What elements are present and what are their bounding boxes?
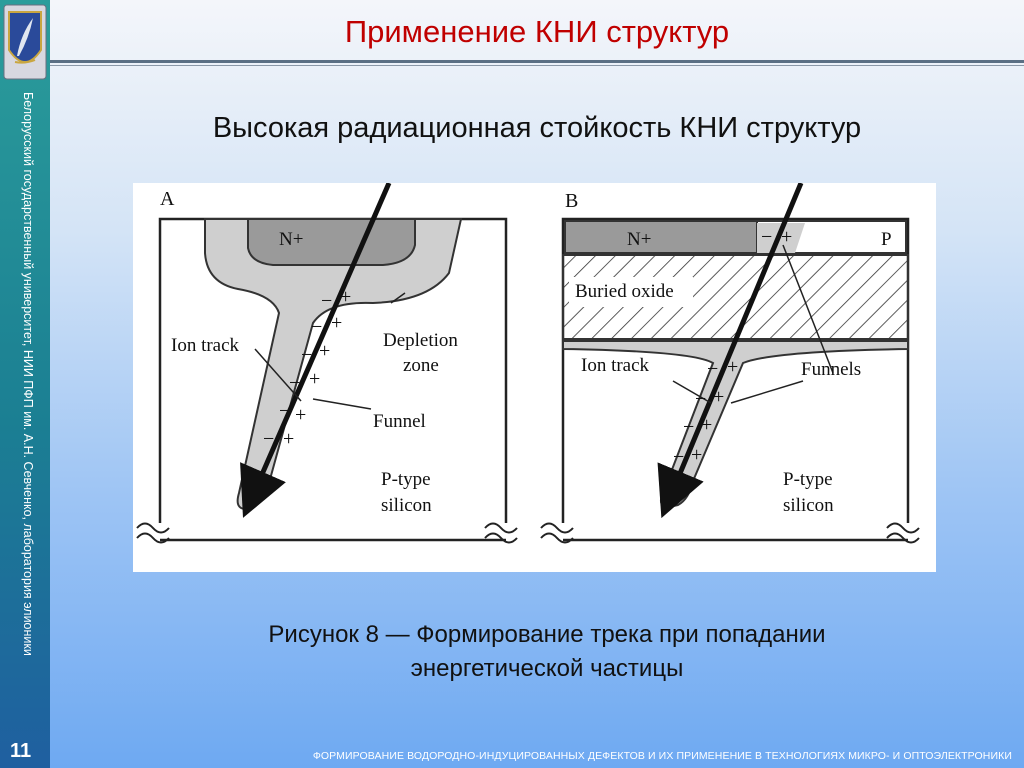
panel-b: B N+ P Buried oxide Ion track Funnels P-… <box>540 183 920 544</box>
page-number: 11 <box>10 740 32 762</box>
figure-caption: Рисунок 8 — Формирование трека при попад… <box>150 618 944 686</box>
caption-line-2: энергетической частицы <box>410 655 684 682</box>
charge-minus: − <box>695 388 706 410</box>
charge-plus: + <box>309 368 320 390</box>
charge-plus: + <box>340 286 351 308</box>
charge-minus: − <box>673 446 684 468</box>
depletion-label: Depletion <box>383 330 458 351</box>
charge-minus: − <box>707 358 718 380</box>
ptype-label: P-type <box>381 469 431 490</box>
charge-minus: − <box>311 316 322 338</box>
ptype-label: silicon <box>783 495 834 516</box>
break-icon <box>540 522 574 544</box>
charge-plus: + <box>701 414 712 436</box>
buried-oxide-label: Buried oxide <box>575 281 674 302</box>
charge-plus: + <box>691 444 702 466</box>
funnel-label: Funnel <box>373 411 426 432</box>
charge-minus: − <box>279 400 290 422</box>
panel-a: A N+ Ion track Depletion zone Funnel P-t… <box>136 183 518 544</box>
ion-track-arrow <box>240 183 392 518</box>
ion-track-label: Ion track <box>171 335 240 356</box>
sidebar-band: Белорусский государственный университет,… <box>0 0 50 768</box>
ion-track-arrow <box>657 183 804 519</box>
panel-b-box <box>561 217 910 523</box>
n-plus-region <box>247 218 416 266</box>
soi-track-figure: A N+ Ion track Depletion zone Funnel P-t… <box>133 183 936 572</box>
n-plus-label: N+ <box>627 229 651 250</box>
title-divider <box>50 60 1024 63</box>
break-icon <box>886 522 920 544</box>
charge-marks: − + − + − + − + − + <box>673 226 792 468</box>
sidebar-affiliation: Белорусский государственный университет,… <box>21 92 35 656</box>
page-title: Применение КНИ структур <box>344 14 730 49</box>
charge-plus: + <box>781 226 792 248</box>
n-plus-label: N+ <box>279 229 303 250</box>
p-label: P <box>881 229 892 250</box>
charge-minus: − <box>761 226 772 248</box>
break-icon <box>484 522 518 544</box>
charge-marks: − + − + − + − + − + − + <box>263 286 351 450</box>
charge-minus: − <box>263 428 274 450</box>
charge-plus: + <box>331 312 342 334</box>
slide-subtitle: Высокая радиационная стойкость КНИ струк… <box>212 112 862 144</box>
charge-plus: + <box>295 404 306 426</box>
footer-text: ФОРМИРОВАНИЕ ВОДОРОДНО-ИНДУЦИРОВАННЫХ ДЕ… <box>312 750 1012 762</box>
charge-plus: + <box>727 356 738 378</box>
charge-minus: − <box>289 372 300 394</box>
figure-svg: A N+ Ion track Depletion zone Funnel P-t… <box>136 183 920 544</box>
depletion-label: zone <box>403 355 439 376</box>
caption-line-1: Рисунок 8 — Формирование трека при попад… <box>268 621 826 648</box>
charge-minus: − <box>301 344 312 366</box>
university-crest-icon <box>3 4 47 80</box>
n-plus-layer <box>564 220 758 254</box>
break-icon <box>136 522 170 544</box>
charge-plus: + <box>713 386 724 408</box>
panel-a-letter: A <box>160 188 175 210</box>
title-divider-thin <box>50 65 1024 66</box>
charge-plus: + <box>319 340 330 362</box>
charge-plus: + <box>283 428 294 450</box>
charge-minus: − <box>683 416 694 438</box>
funnels-label: Funnels <box>801 359 861 380</box>
ptype-label: silicon <box>381 495 432 516</box>
ptype-label: P-type <box>783 469 833 490</box>
charge-minus: − <box>321 290 332 312</box>
ion-track-label: Ion track <box>581 355 650 376</box>
panel-b-letter: B <box>565 190 578 212</box>
